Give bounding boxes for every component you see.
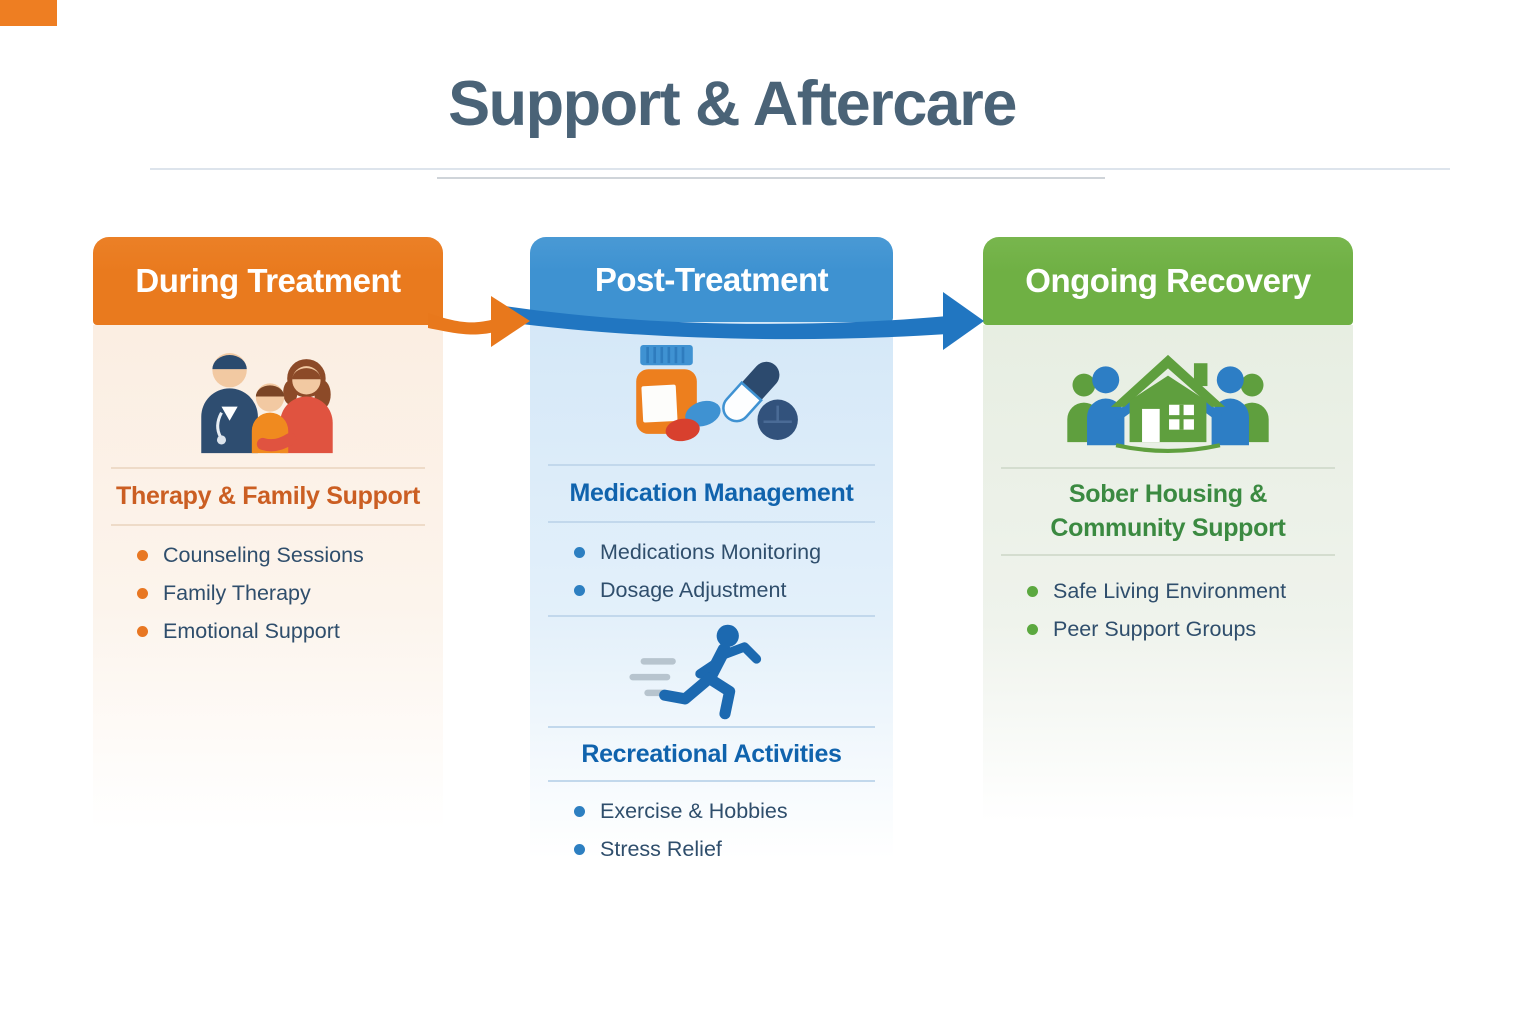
list-item: Peer Support Groups (1027, 610, 1353, 648)
section-divider (548, 780, 875, 782)
section-title: Recreational Activities (581, 740, 842, 768)
bullet-dot (574, 805, 585, 817)
section-title: Medication Management (569, 479, 854, 507)
family-icon (93, 325, 443, 467)
list-item: Medications Monitoring (574, 533, 893, 571)
column-header-ongoing-recovery: Ongoing Recovery (983, 237, 1353, 325)
column-header-label: Post-Treatment (594, 260, 829, 298)
corner-artifact (0, 0, 57, 26)
bullet-label: Peer Support Groups (1053, 616, 1257, 641)
flow-arrow-orange (428, 296, 530, 347)
column-header-post-treatment: Post-Treatment (530, 237, 893, 322)
section-divider (1001, 554, 1335, 556)
bullet-list: Counseling Sessions Family Therapy Emoti… (93, 526, 443, 658)
bullet-label: Emotional Support (163, 618, 340, 643)
bullet-label: Counseling Sessions (163, 542, 364, 567)
column-header-during-treatment: During Treatment (93, 237, 443, 325)
list-item: Safe Living Environment (1027, 572, 1353, 610)
bullet-label: Safe Living Environment (1053, 578, 1287, 603)
bullet-list: Safe Living Environment Peer Support Gro… (983, 556, 1353, 656)
section-divider (548, 615, 875, 617)
column-body: Medication Management Medications Monito… (530, 322, 893, 861)
house-community-icon (983, 325, 1353, 467)
list-item: Family Therapy (137, 574, 443, 612)
title-divider (150, 168, 1450, 170)
column-header-label: Ongoing Recovery (1025, 262, 1311, 299)
column-ongoing-recovery: Ongoing Recovery (983, 237, 1353, 822)
section-divider (1001, 467, 1335, 469)
section-divider (111, 467, 425, 469)
medication-icon (530, 322, 893, 464)
section-divider (111, 524, 425, 526)
bullet-label: Dosage Adjustment (600, 577, 787, 602)
list-item: Emotional Support (137, 612, 443, 650)
list-item: Exercise & Hobbies (574, 792, 893, 830)
title-divider-secondary (437, 177, 1105, 179)
bullet-label: Medications Monitoring (600, 539, 822, 564)
bullet-label: Exercise & Hobbies (600, 798, 788, 823)
section-divider (548, 726, 875, 728)
bullet-list: Exercise & Hobbies Stress Relief (530, 782, 893, 876)
bullet-dot (137, 549, 148, 561)
section-divider (548, 521, 875, 523)
section-title: Sober Housing & Community Support (1050, 480, 1286, 542)
bullet-dot (574, 546, 585, 558)
bullet-dot (1027, 623, 1038, 635)
page-title: Support & Aftercare (448, 69, 1017, 139)
column-post-treatment: Post-Treatment (530, 237, 893, 861)
bullet-dot (137, 625, 148, 637)
bullet-dot (1027, 585, 1038, 597)
bullet-dot (574, 584, 585, 596)
section-divider (548, 464, 875, 466)
list-item: Counseling Sessions (137, 536, 443, 574)
list-item: Stress Relief (574, 830, 893, 868)
bullet-dot (137, 587, 148, 599)
column-during-treatment: During Treatment (93, 237, 443, 830)
bullet-dot (574, 843, 585, 855)
bullet-label: Family Therapy (163, 580, 311, 605)
section-title: Therapy & Family Support (116, 482, 420, 510)
column-body: Sober Housing & Community Support Safe L… (983, 325, 1353, 822)
runner-icon (530, 617, 893, 726)
bullet-label: Stress Relief (600, 836, 722, 861)
list-item: Dosage Adjustment (574, 571, 893, 609)
bullet-list: Medications Monitoring Dosage Adjustment (530, 523, 893, 615)
column-header-label: During Treatment (135, 262, 401, 299)
column-body: Therapy & Family Support Counseling Sess… (93, 325, 443, 830)
